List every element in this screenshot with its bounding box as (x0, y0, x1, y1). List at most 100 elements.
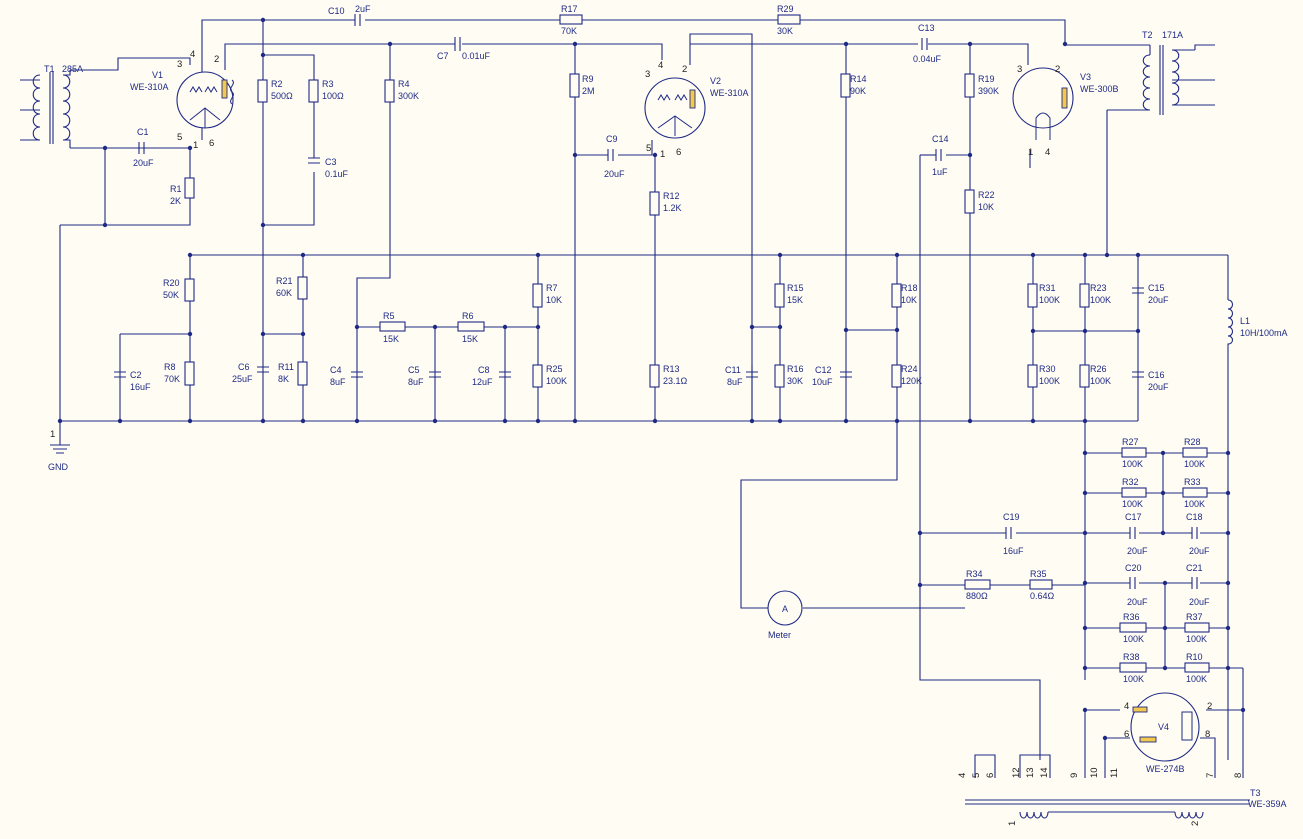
r12-ref: R12 (663, 191, 680, 201)
capacitor-c8 (499, 371, 511, 378)
c18-value: 20uF (1189, 546, 1210, 556)
resistor-r32 (1121, 487, 1147, 498)
capacitor-c3 (308, 157, 320, 164)
r16-ref: R16 (787, 364, 804, 374)
transformer-t3 (965, 799, 1250, 819)
resistor-r14 (840, 73, 851, 98)
capacitor-c6 (257, 366, 269, 373)
c5-ref: C5 (408, 365, 420, 375)
resistor-r26 (1079, 364, 1090, 388)
v1-value: WE-310A (130, 82, 169, 92)
t3-pin: 5 (971, 773, 982, 778)
t3-pin: 6 (985, 773, 996, 778)
c8-value: 12uF (472, 377, 493, 387)
resistor-r18 (891, 283, 902, 308)
r28-ref: R28 (1184, 437, 1201, 447)
c8-ref: C8 (478, 365, 490, 375)
capacitor-c4 (351, 371, 363, 378)
c2-ref: C2 (130, 370, 142, 380)
r31-value: 100K (1039, 295, 1060, 305)
r5-ref: R5 (383, 311, 395, 321)
t3-pin: 10 (1089, 767, 1100, 778)
v3-pin: 4 (1045, 147, 1050, 158)
v1-pin: 4 (190, 49, 195, 60)
r2-ref: R2 (271, 79, 283, 89)
resistor-r34 (964, 579, 991, 590)
r14-value: 90K (850, 86, 866, 96)
resistor-r17 (559, 14, 583, 25)
r29-ref: R29 (777, 4, 794, 14)
resistor-r10 (1184, 662, 1210, 673)
r17-value: 70K (561, 26, 577, 36)
capacitor-c7 (454, 37, 461, 51)
t2-value: 171A (1162, 30, 1183, 40)
r23-value: 100K (1090, 295, 1111, 305)
t3-pin: 2 (1190, 821, 1201, 826)
meter-label: Meter (768, 630, 791, 640)
wires (59, 19, 1244, 778)
c4-value: 8uF (330, 377, 346, 387)
r10-value: 100K (1186, 674, 1207, 684)
c3-value: 0.1uF (325, 169, 349, 179)
r25-value: 100K (546, 376, 567, 386)
tube-v4 (1130, 692, 1200, 762)
resistor-r23 (1079, 283, 1090, 308)
c1-ref: C1 (137, 127, 149, 137)
resistor-r24 (891, 364, 902, 388)
c13-value: 0.04uF (913, 54, 942, 64)
resistor-r4 (384, 79, 395, 103)
r37-value: 100K (1186, 634, 1207, 644)
c16-value: 20uF (1148, 382, 1169, 392)
resistor-r1 (184, 177, 195, 199)
c7-ref: C7 (437, 51, 449, 61)
r6-value: 15K (462, 334, 478, 344)
resistor-r13 (649, 364, 660, 388)
c7-value: 0.01uF (462, 51, 491, 61)
c2-value: 16uF (130, 382, 151, 392)
t2-ref: T2 (1142, 30, 1153, 40)
r9-value: 2M (582, 86, 595, 96)
v4-pin: 4 (1124, 701, 1129, 712)
r35-value: 0.64Ω (1030, 591, 1055, 601)
transformer-t1 (20, 70, 71, 148)
resistor-r28 (1182, 447, 1208, 458)
c10-ref: C10 (328, 6, 345, 16)
meter-symbol: A (782, 604, 788, 614)
c19-value: 16uF (1003, 546, 1024, 556)
resistor-r6 (457, 321, 485, 332)
capacitor-c11 (746, 371, 758, 378)
r33-value: 100K (1184, 499, 1205, 509)
r27-value: 100K (1122, 459, 1143, 469)
r30-value: 100K (1039, 376, 1060, 386)
c15-value: 20uF (1148, 295, 1169, 305)
c20-ref: C20 (1125, 563, 1142, 573)
r12-value: 1.2K (663, 203, 682, 213)
c20-value: 20uF (1127, 597, 1148, 607)
r1-value: 2K (170, 196, 181, 206)
resistor-r31 (1027, 283, 1038, 308)
r4-value: 300K (398, 91, 419, 101)
resistor-r19 (964, 73, 975, 98)
capacitor-c5 (429, 371, 441, 378)
r18-ref: R18 (901, 283, 918, 293)
v1-pin: 2 (214, 54, 219, 65)
r7-ref: R7 (546, 283, 558, 293)
r2-value: 500Ω (271, 91, 293, 101)
r11-ref: R11 (278, 362, 294, 372)
v2-pin: 6 (676, 147, 681, 158)
resistor-r16 (774, 364, 785, 388)
capacitor-c15 (1132, 287, 1144, 294)
v1-pin: 6 (209, 138, 214, 149)
c11-ref: C11 (725, 365, 741, 375)
r14-ref: R14 (850, 74, 867, 84)
ammeter (767, 590, 803, 626)
r15-value: 15K (787, 295, 803, 305)
r13-ref: R13 (663, 364, 680, 374)
c4-ref: C4 (330, 365, 342, 375)
resistor-r37 (1184, 622, 1210, 633)
capacitor-c14 (935, 149, 942, 161)
c10-value: 2uF (355, 4, 371, 14)
r19-ref: R19 (978, 74, 995, 84)
r21-value: 60K (276, 288, 292, 298)
resistor-r25 (532, 364, 543, 388)
